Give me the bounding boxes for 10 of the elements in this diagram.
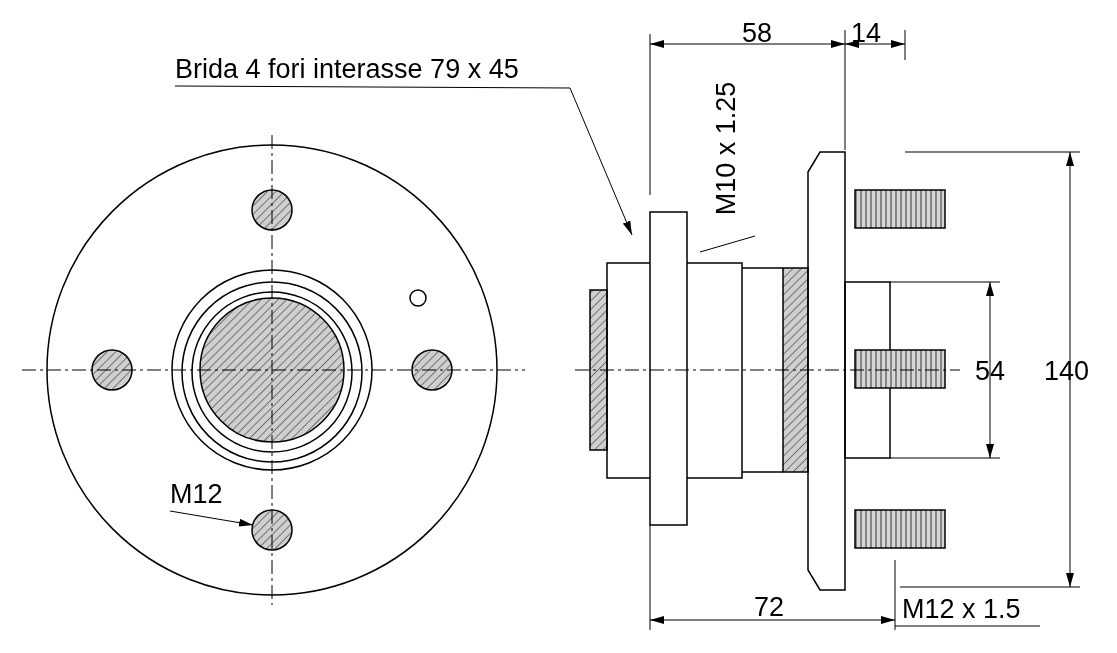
dimension-text: M10 x 1.25 [713,81,741,215]
dimension-text: 54 [975,358,1006,385]
callout-text: Brida 4 fori interasse 79 x 45 [175,56,519,83]
callout-text: M12 [170,481,223,508]
leader-line [169,510,254,527]
dimension-text: 14 [851,20,882,47]
dimension-text: 140 [1044,358,1090,385]
dimension-text: 58 [742,20,773,47]
dimension-text: M12 x 1.5 [902,596,1021,623]
dimension-text: 72 [754,594,785,621]
